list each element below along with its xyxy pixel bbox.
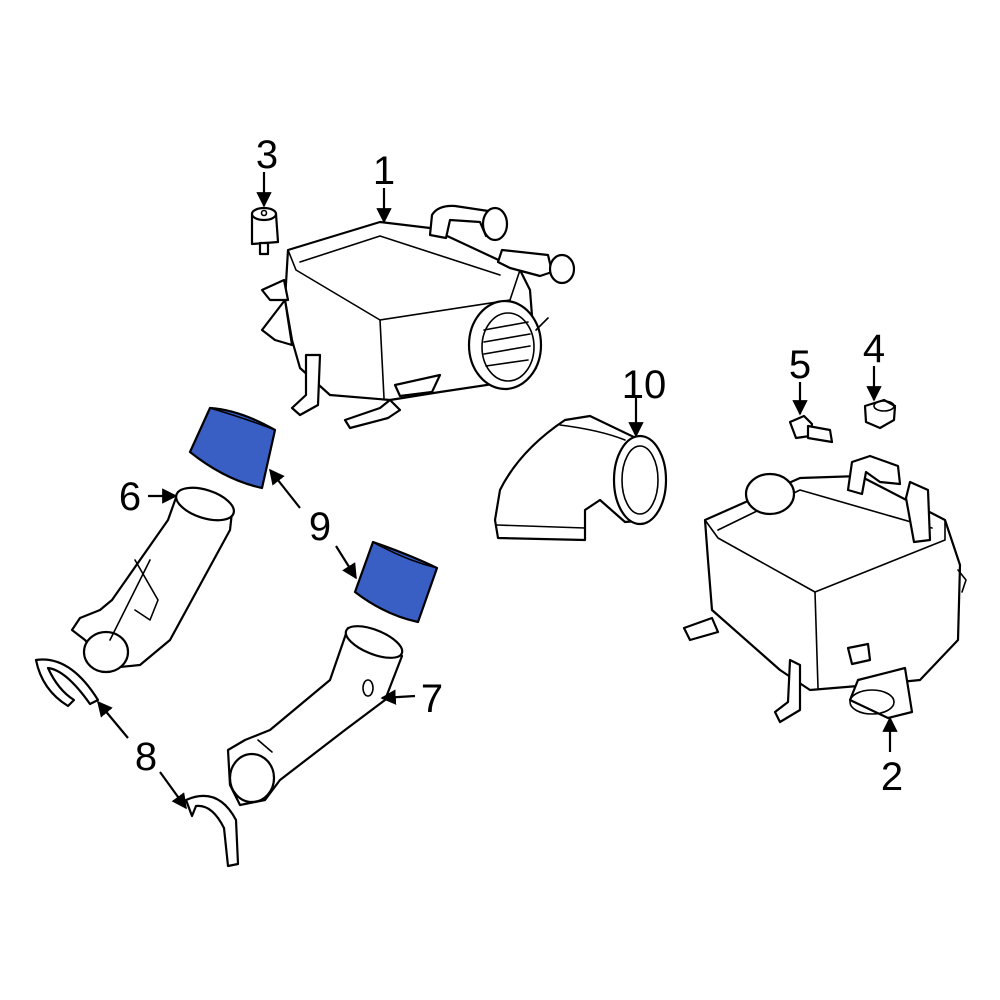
- cap-4[interactable]: [863, 398, 897, 430]
- intake-tube-7[interactable]: [226, 620, 406, 807]
- sleeve-9-lower[interactable]: [353, 540, 439, 624]
- elbow-duct-10[interactable]: [493, 414, 668, 542]
- mount-3[interactable]: [250, 206, 280, 256]
- air-filter-housing-right[interactable]: [682, 454, 967, 724]
- callout-2: 2: [881, 755, 903, 799]
- callout-6: 6: [119, 475, 141, 519]
- sleeve-9-upper[interactable]: [188, 406, 277, 490]
- callout-9: 9: [309, 505, 331, 549]
- clip-8-left[interactable]: [34, 658, 100, 708]
- callout-4: 4: [863, 327, 885, 371]
- callout-7: 7: [421, 677, 443, 721]
- bolt-5[interactable]: [788, 414, 834, 444]
- callout-1: 1: [373, 149, 395, 193]
- callout-8: 8: [135, 735, 157, 779]
- air-filter-housing-left[interactable]: [260, 204, 576, 430]
- intake-tube-6[interactable]: [70, 481, 238, 674]
- callout-3: 3: [256, 133, 278, 177]
- clip-8-right[interactable]: [184, 794, 240, 868]
- sleeve-9-upper-shape: [188, 406, 277, 490]
- callout-leaders: [97, 172, 898, 810]
- callout-10: 10: [622, 363, 667, 407]
- callout-5: 5: [789, 343, 811, 387]
